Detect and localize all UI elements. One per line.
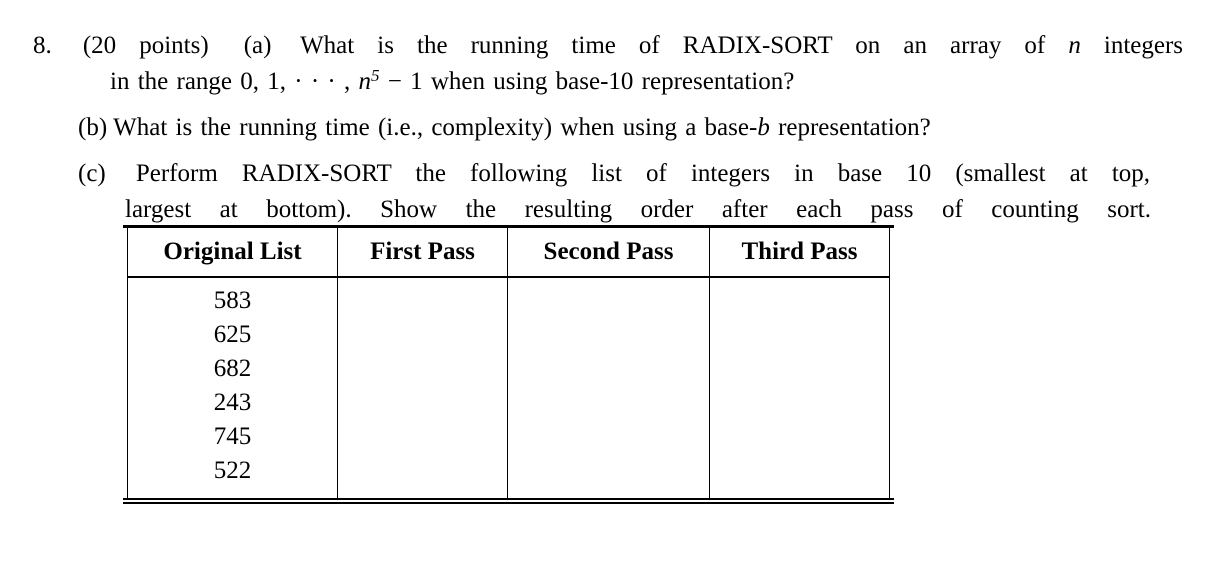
table-header: Original List First Pass Second Pass Thi… [127, 228, 890, 278]
part-c-text-2: largest at bottom). Show the resulting o… [125, 196, 1151, 223]
part-a-line2-tail: − 1 when using base-10 representation? [379, 68, 795, 95]
cell-second-pass [507, 420, 710, 454]
table-row: 522 [127, 454, 890, 498]
math-var-n: n [358, 68, 371, 95]
cell-second-pass [507, 386, 710, 420]
part-b-text: What is the running time (i.e., complexi… [113, 114, 758, 141]
cell-second-pass [507, 277, 710, 318]
cell-first-pass [337, 352, 508, 386]
cell-third-pass [709, 386, 890, 420]
cell-original: 682 [127, 352, 338, 386]
problem-points: (20 points) [82, 32, 209, 59]
part-b-text-tail: representation? [769, 114, 931, 141]
cell-first-pass [337, 277, 508, 318]
header-original-list: Original List [127, 228, 338, 278]
part-a-text-tail: integers [1103, 32, 1184, 59]
radix-sort-table-container: Original List First Pass Second Pass Thi… [123, 225, 894, 504]
cell-first-pass [337, 420, 508, 454]
problem-line-a1: 8. (20 points) (a) What is the running t… [33, 31, 1183, 61]
problem-line-c2: largest at bottom). Show the resulting o… [125, 195, 1151, 225]
table-row: 682 [127, 352, 890, 386]
part-a-line2-pre: in the range 0, 1, · · · , [110, 68, 359, 95]
cell-second-pass [507, 318, 710, 352]
cell-original: 745 [127, 420, 338, 454]
problem-line-c1: (c) Perform RADIX-SORT the following lis… [78, 159, 1150, 189]
cell-original: 583 [127, 277, 338, 318]
cell-third-pass [709, 277, 890, 318]
table-row: 583 [127, 277, 890, 318]
header-first-pass: First Pass [337, 228, 508, 278]
table-header-row: Original List First Pass Second Pass Thi… [127, 228, 890, 278]
cell-third-pass [709, 420, 890, 454]
part-b-label: (b) [78, 114, 108, 141]
cell-first-pass [337, 454, 508, 498]
part-c-text-1: Perform RADIX-SORT the following list of… [135, 160, 1151, 187]
problem-line-a2: in the range 0, 1, · · · , n5 − 1 when u… [110, 67, 794, 97]
cell-third-pass [709, 454, 890, 498]
cell-original: 625 [127, 318, 338, 352]
header-third-pass: Third Pass [709, 228, 890, 278]
cell-third-pass [709, 318, 890, 352]
part-c-label: (c) [78, 160, 106, 187]
part-a-label: (a) [243, 32, 272, 59]
cell-original: 522 [127, 454, 338, 498]
math-superscript-5: 5 [370, 66, 380, 85]
table-body: 583 625 682 243 [127, 277, 890, 498]
cell-third-pass [709, 352, 890, 386]
cell-second-pass [507, 352, 710, 386]
header-second-pass: Second Pass [507, 228, 710, 278]
problem-number: 8. [33, 32, 52, 59]
radix-sort-table: Original List First Pass Second Pass Thi… [127, 228, 890, 498]
problem-line-b: (b)What is the running time (i.e., compl… [78, 113, 931, 143]
table-row: 243 [127, 386, 890, 420]
part-a-text: What is the running time of RADIX-SORT o… [300, 32, 1046, 59]
math-var-n: n [1068, 32, 1081, 59]
math-var-b: b [757, 114, 770, 141]
table-row: 625 [127, 318, 890, 352]
table-row: 745 [127, 420, 890, 454]
cell-first-pass [337, 386, 508, 420]
cell-second-pass [507, 454, 710, 498]
cell-first-pass [337, 318, 508, 352]
cell-original: 243 [127, 386, 338, 420]
